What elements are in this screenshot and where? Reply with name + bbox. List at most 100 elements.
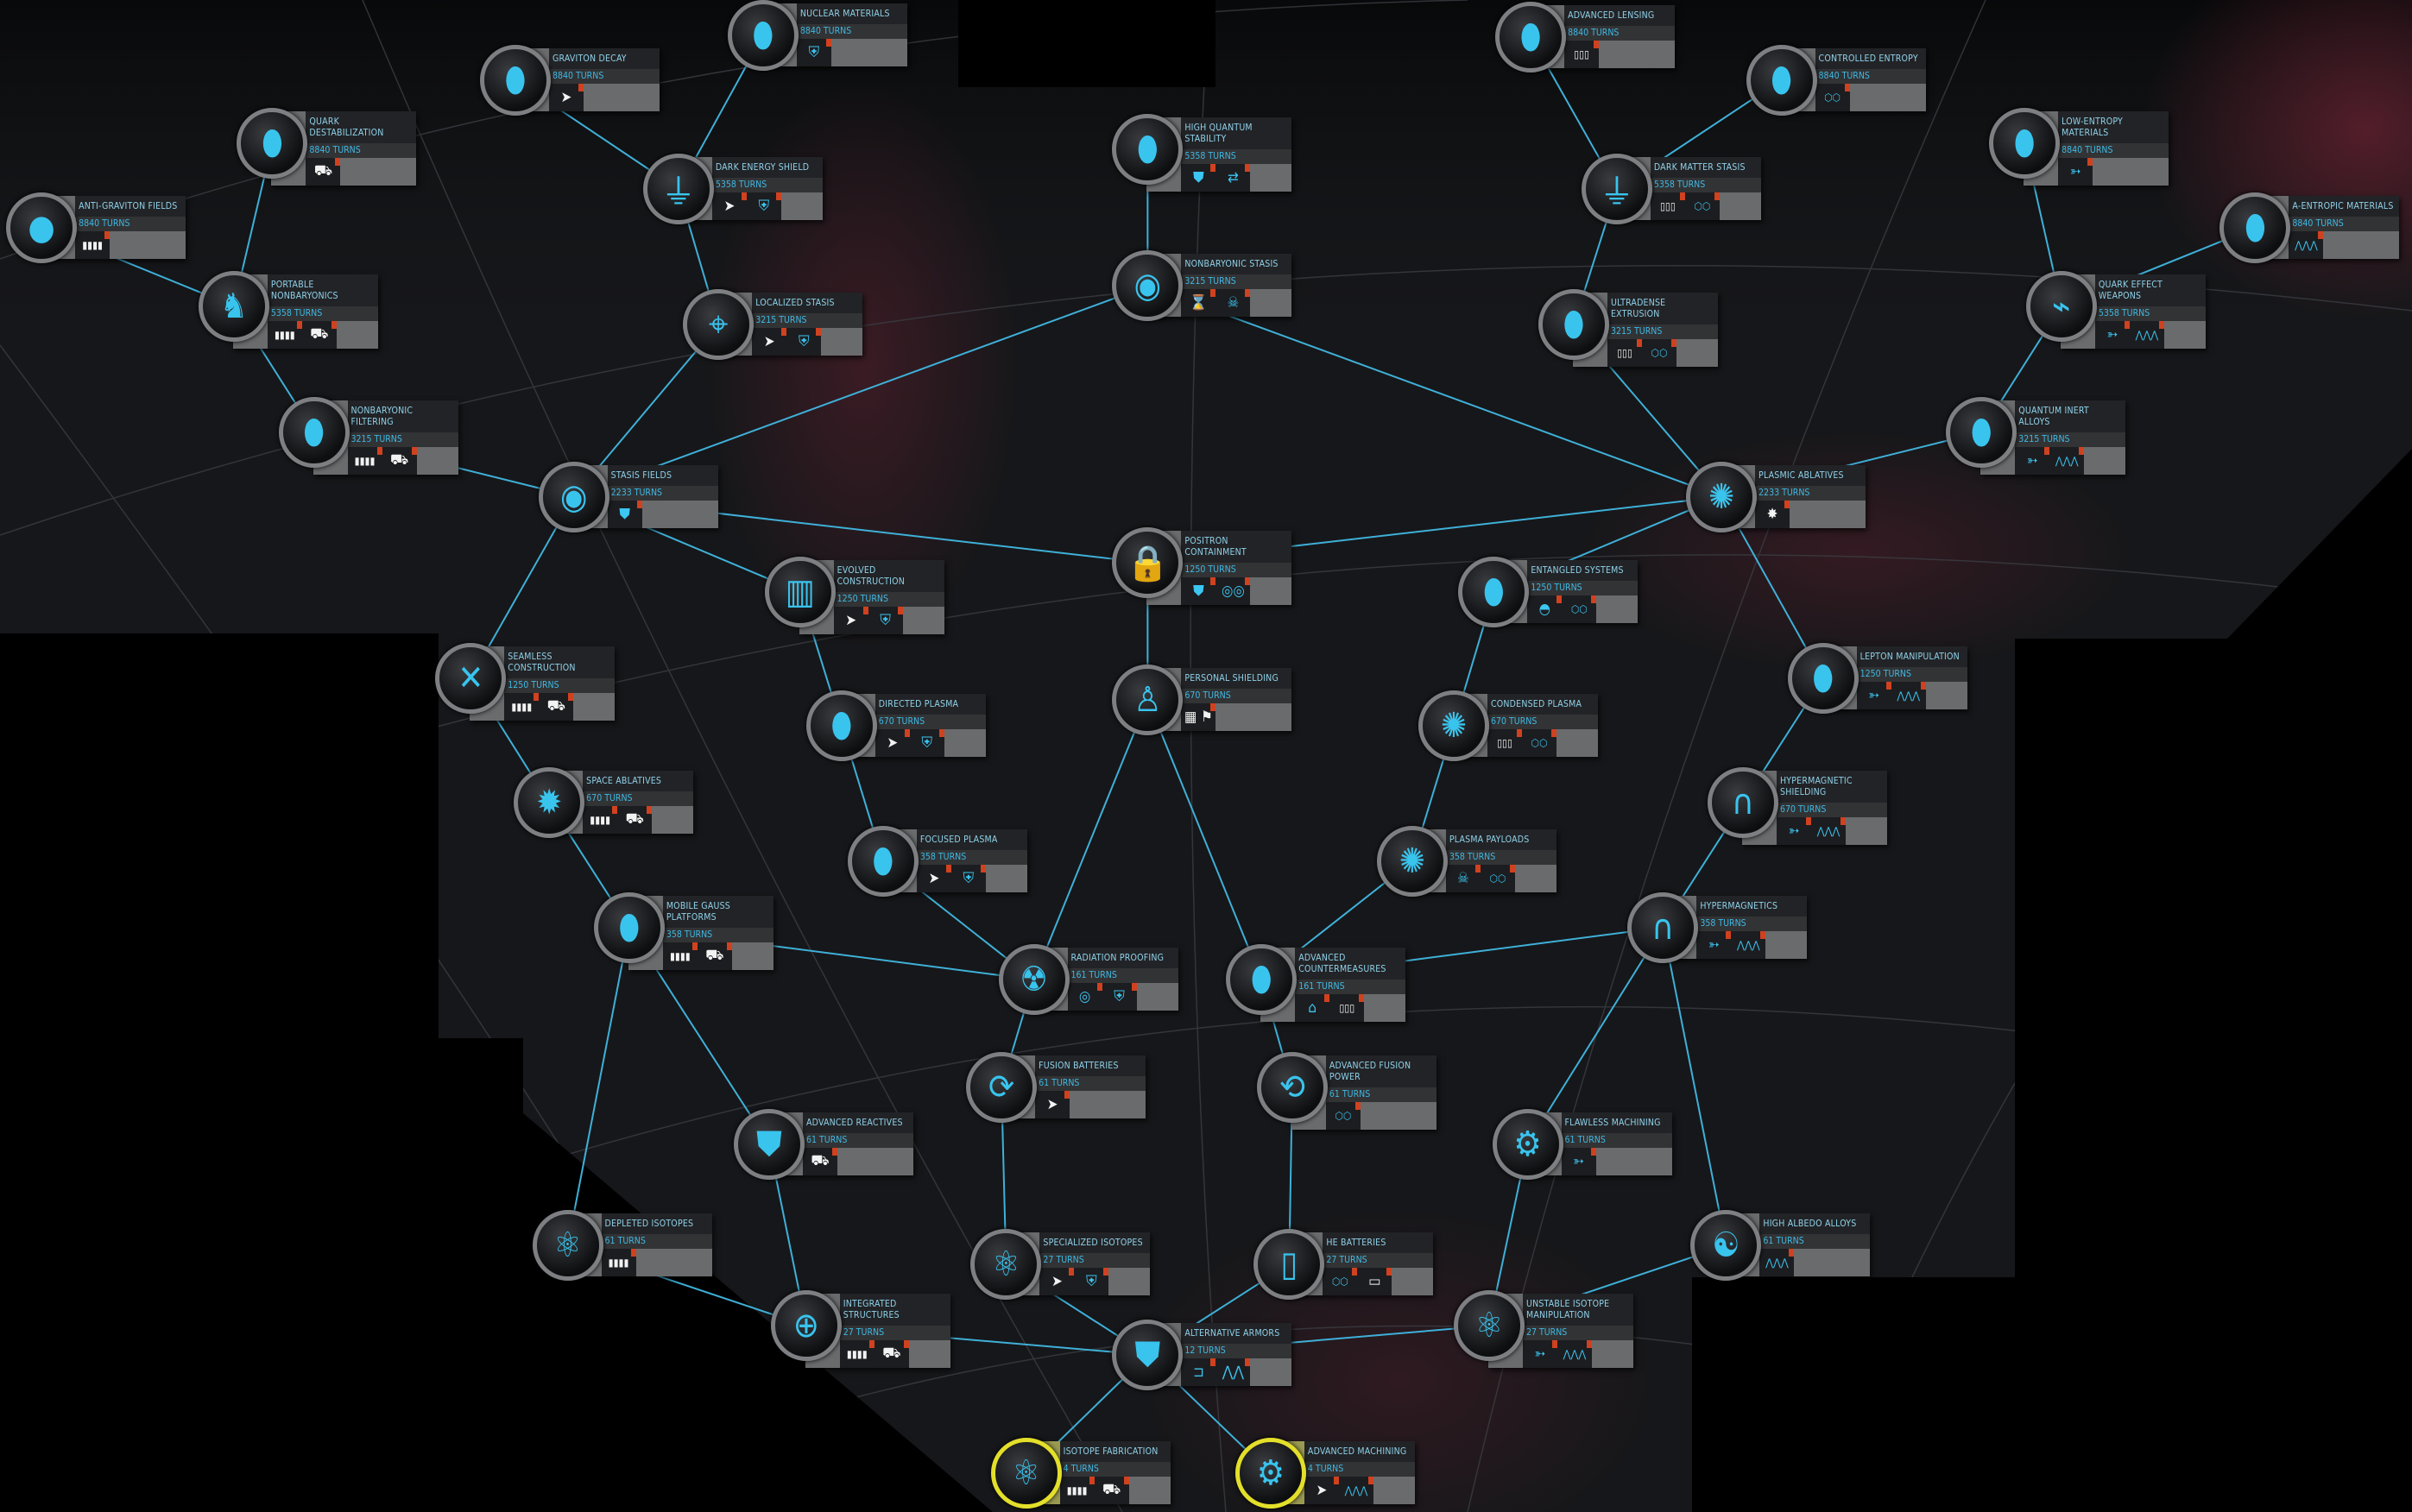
grenade-icon[interactable]: ⬮ (237, 107, 308, 179)
gears-icon[interactable]: ⚙ (1492, 1108, 1563, 1180)
yin-yang-icon[interactable]: ☯ (1690, 1210, 1762, 1282)
tech-node-quantum-inert-alloys[interactable]: ⬮ Quantum Inert Alloys 3215 TURNS ➳⋀⋀⋀ (1946, 396, 2136, 475)
bomb-icon[interactable]: ✹ (514, 767, 585, 839)
missile-icon[interactable]: ➤ (916, 864, 951, 892)
missile-truck-icon[interactable]: ⛟ (874, 1340, 909, 1369)
tech-node-graviton-decay[interactable]: ⬮ Graviton Decay 8840 TURNS ➤ (479, 44, 670, 116)
spike-array-icon[interactable]: ⋀⋀⋀ (2129, 320, 2164, 349)
tech-card[interactable]: Quark Destabilization 8840 TURNS ⛟ (271, 110, 417, 186)
missile-icon[interactable]: ➤ (711, 192, 747, 221)
honeycomb-icon[interactable]: ⬡⬡ (1323, 1267, 1358, 1295)
tech-node-radiation-proofing[interactable]: ☢ Radiation Proofing 161 TURNS ◎⛨ (998, 944, 1189, 1016)
apple-icon[interactable]: ● (6, 192, 78, 263)
tech-node-portable-nonbaryonics[interactable]: ♞ Portable Nonbaryonics 5358 TURNS ▮▮▮▮⛟ (198, 270, 388, 349)
shield-icon[interactable]: ⛨ (1074, 1267, 1109, 1295)
tech-node-a-entropic-materials[interactable]: ⬮ A-Entropic Materials 8840 TURNS ⋀⋀⋀ (2219, 192, 2409, 263)
tech-node-integrated-structures[interactable]: ⊕ Integrated Structures 27 TURNS ▮▮▮▮⛟ (770, 1290, 961, 1369)
grenade-icon[interactable]: ⬮ (2219, 192, 2291, 263)
honeycomb-icon[interactable]: ⬡⬡ (1815, 83, 1850, 111)
spike-array-icon[interactable]: ⋀⋀⋀ (1891, 681, 1926, 709)
tech-node-seamless-construction[interactable]: ✕ Seamless Construction 1250 TURNS ▮▮▮▮⛟ (435, 642, 625, 721)
missile-icon[interactable]: ➤ (752, 328, 787, 356)
tech-node-unstable-isotope-manipulation[interactable]: ⚛ Unstable Isotope Manipulation 27 TURNS… (1453, 1290, 1644, 1369)
tech-node-specialized-isotopes[interactable]: ⚛ Specialized Isotopes 27 TURNS ➤⛨ (970, 1228, 1160, 1300)
tech-node-hypermagnetic-shielding[interactable]: ∩ Hypermagnetic Shielding 670 TURNS ➳⋀⋀⋀ (1708, 767, 1897, 846)
battery-cycle-icon[interactable]: ⟳ (966, 1051, 1038, 1123)
tech-card[interactable]: Depleted Isotopes 61 TURNS ▮▮▮▮ (566, 1213, 712, 1277)
grenade-icon[interactable]: ⬮ (1495, 1, 1567, 72)
plasma-bolt-icon[interactable]: ➳ (1561, 1147, 1596, 1175)
lock-icon[interactable]: 🔒 (1112, 527, 1184, 599)
tech-node-advanced-lensing[interactable]: ⬮ Advanced Lensing 8840 TURNS ▯▯▯ (1495, 1, 1685, 72)
honeycomb-icon[interactable]: ⬡⬡ (1562, 595, 1597, 624)
funnel-icon[interactable]: ⏚ (1581, 154, 1652, 225)
shield-icon[interactable]: ⛨ (786, 328, 822, 356)
clamp-icon[interactable]: ⊐ (1181, 1358, 1216, 1386)
tech-card[interactable]: Seamless Construction 1250 TURNS ▮▮▮▮⛟ (470, 646, 616, 721)
map-pin-icon[interactable]: ⌖ (683, 289, 755, 360)
missile-truck-icon[interactable]: ⛟ (803, 1147, 837, 1175)
skull-icon[interactable]: ☠ (1215, 289, 1251, 318)
rocket-cycle-icon[interactable]: ⟲ (1256, 1051, 1328, 1123)
tech-node-quark-destabilization[interactable]: ⬮ Quark Destabilization 8840 TURNS ⛟ (237, 107, 426, 186)
plasma-bolt-icon[interactable]: ➳ (2058, 157, 2093, 186)
shield-icon[interactable]: ⛨ (868, 607, 903, 635)
tech-node-dark-matter-stasis[interactable]: ⏚ Dark Matter Stasis 5358 TURNS ▯▯▯⬡⬡ (1581, 154, 1771, 225)
robot-arm-icon[interactable]: ⚙ (1234, 1438, 1306, 1509)
armor-vest-icon[interactable]: ⛊ (1112, 1319, 1184, 1390)
missile-icon[interactable]: ➤ (833, 607, 868, 635)
plasma-bolt-icon[interactable]: ➳ (2015, 446, 2050, 475)
tech-node-stasis-fields[interactable]: ◉ Stasis Fields 2233 TURNS ⛊ (538, 461, 729, 532)
plasma-bolt-icon[interactable]: ➳ (1696, 930, 1732, 959)
tech-node-high-quantum-stability[interactable]: ⬮ High Quantum Stability 5358 TURNS ⛊⇄ (1112, 113, 1302, 192)
missile-truck-icon[interactable]: ⛟ (306, 157, 341, 186)
tech-card[interactable]: Dark Matter Stasis 5358 TURNS ▯▯▯⬡⬡ (1615, 157, 1761, 221)
ammo-icon[interactable]: ▮▮▮▮ (601, 1249, 636, 1277)
tech-node-low-entropy-materials[interactable]: ⬮ Low-Entropy Materials 8840 TURNS ➳ (1989, 107, 2179, 186)
grenade-icon[interactable]: ⬮ (727, 0, 799, 71)
canisters-icon[interactable]: ▯▯▯ (1487, 729, 1522, 758)
honeycomb-icon[interactable]: ⬡⬡ (1480, 864, 1515, 892)
grenade-icon[interactable]: ⬮ (805, 690, 877, 762)
linked-shields-icon[interactable]: ◎◎ (1215, 577, 1251, 606)
ammo-icon[interactable]: ▮▮▮▮ (75, 230, 110, 259)
tech-node-alternative-armors[interactable]: ⛊ Alternative Armors 12 TURNS ⊐⋀⋀ (1112, 1319, 1302, 1390)
missile-icon[interactable]: ➤ (1304, 1477, 1339, 1505)
spike-array-icon[interactable]: ⋀⋀⋀ (1811, 817, 1846, 846)
funnel-icon[interactable]: ⏚ (642, 154, 714, 225)
transport-arrows-icon[interactable]: ⇄ (1215, 163, 1251, 192)
canisters-icon[interactable]: ▯▯▯ (1564, 40, 1600, 68)
grenade-icon[interactable]: ⬮ (593, 891, 665, 963)
tech-node-plasmic-ablatives[interactable]: ✺ Plasmic Ablatives 2233 TURNS ✸ (1686, 461, 1876, 532)
battery-icon[interactable]: ▯ (1253, 1228, 1325, 1300)
tech-node-positron-containment[interactable]: 🔒 Positron Containment 1250 TURNS ⛊◎◎ (1112, 527, 1302, 606)
ammo-icon[interactable]: ▮▮▮▮ (267, 320, 302, 349)
shield-icon[interactable]: ⛨ (950, 864, 986, 892)
magnet-icon[interactable]: ∩ (1708, 767, 1778, 839)
ray-gun-icon[interactable]: ⌁ (2025, 270, 2097, 342)
missile-icon[interactable]: ➤ (1035, 1090, 1070, 1118)
atom-icon[interactable]: ⚛ (990, 1438, 1062, 1509)
tech-node-directed-plasma[interactable]: ⬮ Directed Plasma 670 TURNS ➤⛨ (805, 690, 996, 762)
tech-node-nuclear-materials[interactable]: ⬮ Nuclear Materials 8840 TURNS ⛨ (727, 0, 918, 71)
atom-icon[interactable]: ⚛ (532, 1210, 603, 1282)
tech-node-dark-energy-shield[interactable]: ⏚ Dark Energy Shield 5358 TURNS ➤⛨ (642, 154, 833, 225)
tech-node-high-albedo-alloys[interactable]: ☯ High Albedo Alloys 61 TURNS ⋀⋀⋀ (1690, 1210, 1880, 1282)
shield-icon[interactable]: ⛨ (746, 192, 781, 221)
canisters-icon[interactable]: ▯▯▯ (1650, 192, 1685, 221)
ammo-icon[interactable]: ▮▮▮▮ (347, 446, 382, 475)
tech-node-entangled-systems[interactable]: ⬮ Entangled Systems 1250 TURNS ◓⬡⬡ (1458, 557, 1648, 628)
plasma-ball-icon[interactable]: ✺ (1418, 690, 1489, 762)
tech-node-mobile-gauss-platforms[interactable]: ⬮ Mobile Gauss Platforms 358 TURNS ▮▮▮▮⛟ (593, 891, 784, 970)
elephant-icon[interactable]: ♞ (198, 270, 269, 342)
shield-icon[interactable]: ⛨ (909, 729, 944, 758)
grenade-icon[interactable]: ⬮ (1537, 289, 1609, 360)
grenade-icon[interactable]: ⬮ (1989, 107, 2061, 179)
grenade-icon[interactable]: ⬮ (1112, 113, 1184, 185)
grenade-icon[interactable]: ⬮ (479, 44, 551, 116)
missile-truck-icon[interactable]: ⛟ (617, 806, 653, 835)
tech-node-advanced-countermeasures[interactable]: ⬮ Advanced Countermeasures 161 TURNS ⌂▯▯… (1226, 944, 1416, 1023)
missile-icon[interactable]: ➤ (875, 729, 910, 758)
missile-truck-icon[interactable]: ⛟ (1094, 1477, 1129, 1505)
missile-icon[interactable]: ➤ (548, 83, 584, 111)
